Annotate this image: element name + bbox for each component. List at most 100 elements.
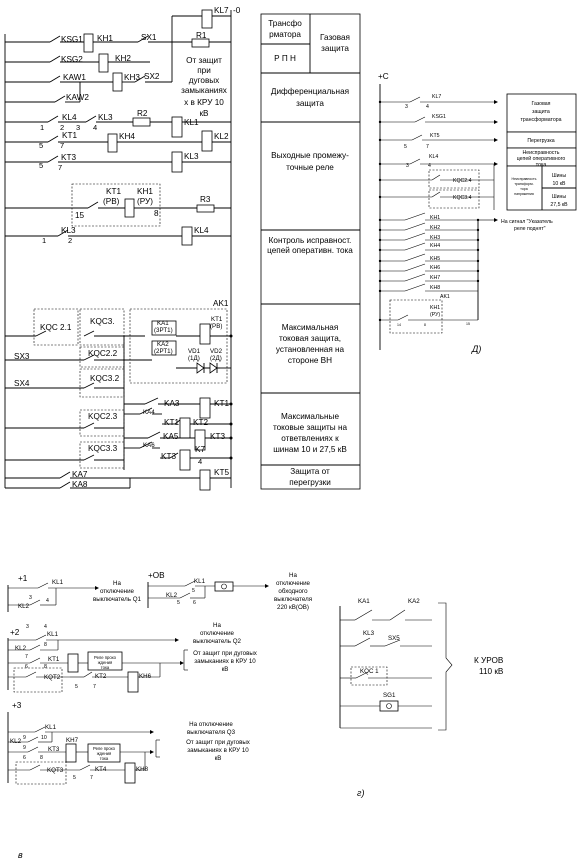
label-kl3: KL3 [98, 113, 113, 122]
label-ksg1: KSG1 [61, 35, 83, 44]
label-kt1-out: KT1 [214, 399, 229, 408]
cell-maxbus-4: шинам 10 и 27,5 кВ [273, 445, 347, 454]
note-arc-line-3: дуговых [189, 76, 220, 85]
g-num-8b: 8 [44, 664, 47, 670]
g-arc3-1: От защит при дуговых [186, 739, 251, 746]
g-relay3-2: ждения [97, 751, 112, 756]
g-relay-2: ждения [98, 660, 113, 665]
d-label-signal-1: На сигнал "Указатель [501, 219, 553, 225]
label-k7: K7 [195, 445, 205, 454]
num-4-k7: 4 [198, 457, 202, 466]
label-kqc21: KQC 2.1 [40, 323, 72, 332]
d-label-kqc24: KQC2.4 [453, 178, 472, 184]
label-sx2: SX2 [144, 72, 160, 81]
num-2b: 2 [68, 236, 72, 245]
num-5b: 5 [39, 161, 43, 170]
label-kaw2: KAW2 [66, 93, 89, 102]
g-label-kqc1: KQC 1 [360, 668, 379, 675]
label-kt1-ka4: KT1 [164, 418, 179, 427]
g-label-plus1: +1 [18, 574, 28, 583]
d-legend-fault-1: Неисправность [523, 150, 560, 156]
d-label-kl4: KL4 [429, 154, 438, 160]
function-table: Трансфо рматора Газовая защита Р П Н Диф… [260, 13, 361, 490]
label-rv: (РВ) [103, 197, 120, 206]
num-4: 4 [93, 123, 97, 132]
d-legend-small-3: тора [520, 187, 527, 191]
g-ob-1: На [289, 572, 297, 579]
cell-relays-1: Выходные промежу- [271, 151, 349, 160]
label-ka8: KA8 [72, 480, 88, 489]
g-q1-1: На [113, 580, 121, 587]
cell-maxhv-1: Максимальная [282, 323, 339, 332]
g-num-10: 10 [41, 735, 47, 741]
d-num-3b: 3 [406, 163, 409, 169]
note-arc-line-5: х в КРУ 10 [184, 98, 224, 107]
d-legend-overload: Перегрузка [527, 138, 554, 144]
g-label-kl1b: KL1 [194, 578, 206, 585]
d-legend-gas-3: трансформатора [521, 117, 562, 123]
g-label-kl3: KL3 [363, 630, 375, 637]
g-num-8c: 8 [40, 755, 43, 761]
cell-maxbus-2: токовые защиты на [273, 423, 348, 432]
d-legend-bus27-1: Шины [552, 194, 567, 200]
g-relay3-3: тока [100, 756, 109, 761]
label-sx1: SX1 [141, 33, 157, 42]
label-kt3-ka6: KT3 [161, 452, 176, 461]
num-1b: 1 [42, 236, 46, 245]
label-kl3-coil: KL3 [184, 152, 199, 161]
label-kqc33: KQC3.3 [88, 444, 118, 453]
num-2: 2 [60, 123, 64, 132]
d-legend-fault-3: тока [536, 162, 547, 168]
label-kt1-rv: KT1 [106, 187, 121, 196]
cell-rpn: Р П Н [274, 54, 296, 63]
label-kl4-coil: KL4 [194, 226, 209, 235]
num-15: 15 [75, 211, 85, 220]
d-num-3: 3 [405, 104, 408, 110]
label-minus: -0 [233, 6, 241, 15]
note-arc-line-2: при [197, 66, 211, 75]
g-label-ka2: KA2 [408, 598, 420, 605]
d-label-kh8: KH8 [430, 285, 440, 291]
g-ob-2: отключение [276, 580, 311, 587]
label-sx4: SX4 [14, 379, 30, 388]
g-num-5c: 5 [73, 775, 76, 781]
d-label-plusc: +C [378, 72, 389, 81]
label-kt2: KT2 [193, 418, 208, 427]
label-kaw1: KAW1 [63, 73, 86, 82]
g-label-plus3: +3 [12, 701, 22, 710]
cell-overload-2: перегрузки [289, 478, 331, 487]
d-num-15: 15 [466, 322, 470, 326]
num-5: 5 [39, 141, 43, 150]
label-kh2: KH2 [115, 54, 131, 63]
label-ka5: KA5 [163, 432, 179, 441]
g-num-9b: 9 [23, 745, 26, 751]
d-num-7: 7 [426, 144, 429, 150]
d-label-kh1ru: KH1 [430, 305, 440, 311]
g-label-plus2: +2 [10, 628, 20, 637]
label-ru: (РУ) [137, 197, 153, 206]
g-q3-1: На отключение [189, 721, 233, 728]
g-num-4b: 4 [44, 624, 47, 630]
g-urov-2: 110 кВ [479, 667, 504, 676]
label-ka2: KA2 [157, 341, 169, 348]
d-legend-fault-2: цепей оперативного [517, 155, 566, 162]
label-kqc3: KQC3. [90, 317, 115, 326]
g-label-kl2b: KL2 [166, 592, 178, 599]
note-arc-line-1: От защит [186, 56, 222, 65]
label-kh3: KH3 [124, 73, 140, 82]
signal-scheme: +C KL7 3 4 KSG1 KT5 5 7 KL4 3 4 KQC2.4 [378, 72, 577, 354]
d-label-kh3: KH3 [430, 235, 440, 241]
cell-relays-2: точные реле [286, 163, 334, 172]
g-q1-2: отключение [100, 588, 135, 595]
label-kt3-out: KT3 [210, 432, 225, 441]
label-r2: R2 [137, 109, 148, 118]
g-ob-5: 220 кВ(ОВ) [277, 604, 309, 611]
g-num-8: 8 [44, 642, 47, 648]
d-label-kh4: KH4 [430, 243, 440, 249]
cell-maxbus-1: Максимальные [281, 412, 339, 421]
num-3: 3 [76, 123, 80, 132]
d-label-signal-2: реле поднят" [514, 226, 546, 232]
cell-overload-1: Защита от [290, 467, 330, 476]
footer-letter: в [18, 850, 23, 860]
d-label-ksg1: KSG1 [432, 114, 446, 120]
